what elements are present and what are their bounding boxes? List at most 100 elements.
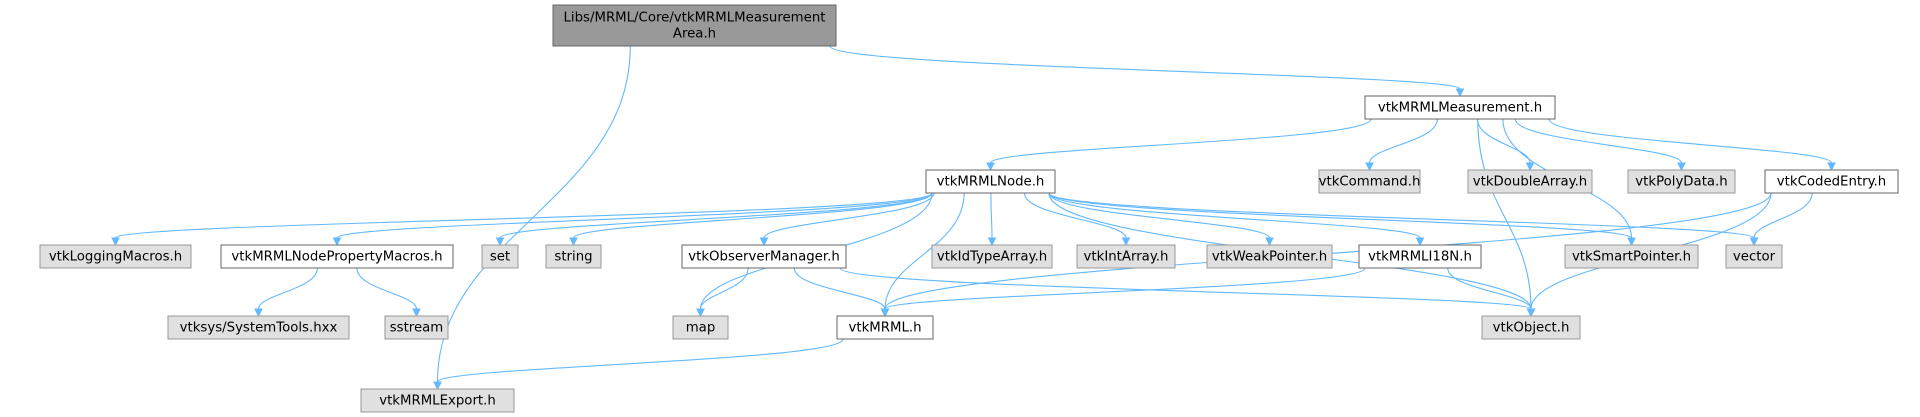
node-box-root <box>552 4 837 47</box>
arrowhead-node-to-idtype <box>987 237 997 247</box>
node-box-string <box>545 244 602 269</box>
edge-node-to-string <box>572 192 933 239</box>
edge-measurement-to-node <box>989 118 1372 164</box>
arrowhead-node-to-set <box>495 237 505 247</box>
node-box-vector <box>1725 244 1783 269</box>
edge-node-to-weakptr <box>1048 192 1271 239</box>
edge-node-to-idtype <box>990 192 993 239</box>
node-label-string: string <box>554 250 592 265</box>
edge-node-to-set <box>499 192 933 239</box>
edge-i18n-to-mrml <box>884 267 1366 310</box>
arrowhead-measurement-to-doublearray <box>1525 162 1535 172</box>
edge-measurement-to-polydata <box>1514 118 1683 164</box>
node-object: vtkObject.h <box>1481 315 1581 340</box>
node-label-command: vtkCommand.h <box>1319 175 1421 190</box>
node-smartptr: vtkSmartPointer.h <box>1564 244 1699 269</box>
node-box-set <box>481 244 519 269</box>
node-codedentry[interactable]: vtkCodedEntry.h <box>1764 169 1899 194</box>
node-label-vector: vector <box>1733 250 1776 265</box>
node-logging: vtkLoggingMacros.h <box>39 244 192 269</box>
edge-observer-to-mrml <box>793 267 886 310</box>
node-label-observer: vtkObserverManager.h <box>688 250 840 265</box>
node-box-polydata <box>1627 169 1736 194</box>
node-box-logging <box>39 244 192 269</box>
node-label-weakptr: vtkWeakPointer.h <box>1212 250 1327 265</box>
arrowhead-observer-to-map <box>696 308 705 318</box>
edge-node-to-i18n <box>1048 192 1421 239</box>
node-idtype: vtkIdTypeArray.h <box>931 244 1053 269</box>
node-label-doublearray: vtkDoubleArray.h <box>1473 175 1587 190</box>
node-mrml[interactable]: vtkMRML.h <box>836 315 934 340</box>
node-box-measurement <box>1364 95 1556 120</box>
node-box-command <box>1318 169 1421 194</box>
node-box-weakptr <box>1206 244 1333 269</box>
edge-mrml-to-export <box>436 338 844 383</box>
node-i18n[interactable]: vtkMRMLI18N.h <box>1358 244 1482 269</box>
node-label-set: set <box>490 250 510 265</box>
edge-i18n-to-object <box>1447 267 1532 310</box>
node-doublearray: vtkDoubleArray.h <box>1467 169 1593 194</box>
node-box-mrml <box>836 315 934 340</box>
node-label-idtype: vtkIdTypeArray.h <box>937 250 1047 265</box>
node-box-systools <box>167 315 350 340</box>
edge-observer-to-map <box>699 267 749 310</box>
edge-codedentry-to-vector <box>1753 192 1813 239</box>
arrowhead-node-to-intarray <box>1121 237 1131 247</box>
arrowhead-node-to-weakptr <box>1265 237 1274 247</box>
node-vector: vector <box>1725 244 1783 269</box>
edge-measurement-to-command <box>1368 118 1438 164</box>
edge-node-to-intarray <box>1023 192 1127 239</box>
node-box-observer <box>681 244 847 269</box>
edge-measurement-to-object <box>1477 118 1532 310</box>
arrowhead-node-to-observer <box>759 237 769 247</box>
node-box-sstream <box>384 315 449 340</box>
node-export: vtkMRMLExport.h <box>360 388 515 413</box>
node-label-propmacros: vtkMRMLNodePropertyMacros.h <box>231 250 442 265</box>
node-observer[interactable]: vtkObserverManager.h <box>681 244 847 269</box>
arrowhead-measurement-to-codedentry <box>1827 162 1836 172</box>
node-box-doublearray <box>1467 169 1593 194</box>
edge-propmacros-to-systools <box>257 267 318 310</box>
node-label-node: vtkMRMLNode.h <box>937 175 1045 190</box>
node-label-intarray: vtkIntArray.h <box>1084 250 1169 265</box>
node-label-i18n: vtkMRMLI18N.h <box>1368 250 1472 265</box>
node-string: string <box>545 244 602 269</box>
node-label-polydata: vtkPolyData.h <box>1635 175 1727 190</box>
node-label-systools: vtksys/SystemTools.hxx <box>180 321 338 336</box>
node-box-map <box>672 315 729 340</box>
node-propmacros[interactable]: vtkMRMLNodePropertyMacros.h <box>220 244 454 269</box>
node-measurement[interactable]: vtkMRMLMeasurement.h <box>1364 95 1556 120</box>
arrowhead-i18n-to-object <box>1526 308 1536 318</box>
node-label-object: vtkObject.h <box>1493 321 1570 336</box>
edge-node-to-vector <box>1048 192 1755 239</box>
edge-measurement-to-codedentry <box>1548 118 1833 164</box>
arrowhead-root-to-measurement <box>1455 88 1465 98</box>
node-node[interactable]: vtkMRMLNode.h <box>925 169 1056 194</box>
node-box-smartptr <box>1564 244 1699 269</box>
node-map: map <box>672 315 729 340</box>
node-label-smartptr: vtkSmartPointer.h <box>1572 250 1691 265</box>
node-intarray: vtkIntArray.h <box>1076 244 1176 269</box>
node-box-i18n <box>1358 244 1482 269</box>
node-label-mrml: vtkMRML.h <box>848 321 921 336</box>
arrowhead-measurement-to-command <box>1365 162 1374 172</box>
arrowhead-node-to-smartptr <box>1627 237 1636 247</box>
arrowhead-node-to-propmacros <box>332 237 342 247</box>
node-polydata: vtkPolyData.h <box>1627 169 1736 194</box>
node-sstream: sstream <box>384 315 449 340</box>
arrowhead-i18n-to-mrml <box>880 308 890 318</box>
edge-propmacros-to-sstream <box>356 267 418 310</box>
node-label-codedentry: vtkCodedEntry.h <box>1777 175 1886 190</box>
edge-node-to-mrml <box>884 192 965 310</box>
edge-root-to-export <box>436 45 631 383</box>
arrowhead-node-to-i18n <box>1415 237 1425 247</box>
node-label-sstream: sstream <box>390 321 444 336</box>
node-box-codedentry <box>1764 169 1899 194</box>
node-box-idtype <box>931 244 1053 269</box>
arrowhead-propmacros-to-sstream <box>412 308 421 318</box>
node-box-propmacros <box>220 244 454 269</box>
edge-node-to-propmacros <box>336 192 933 239</box>
arrowhead-measurement-to-node <box>986 162 995 172</box>
